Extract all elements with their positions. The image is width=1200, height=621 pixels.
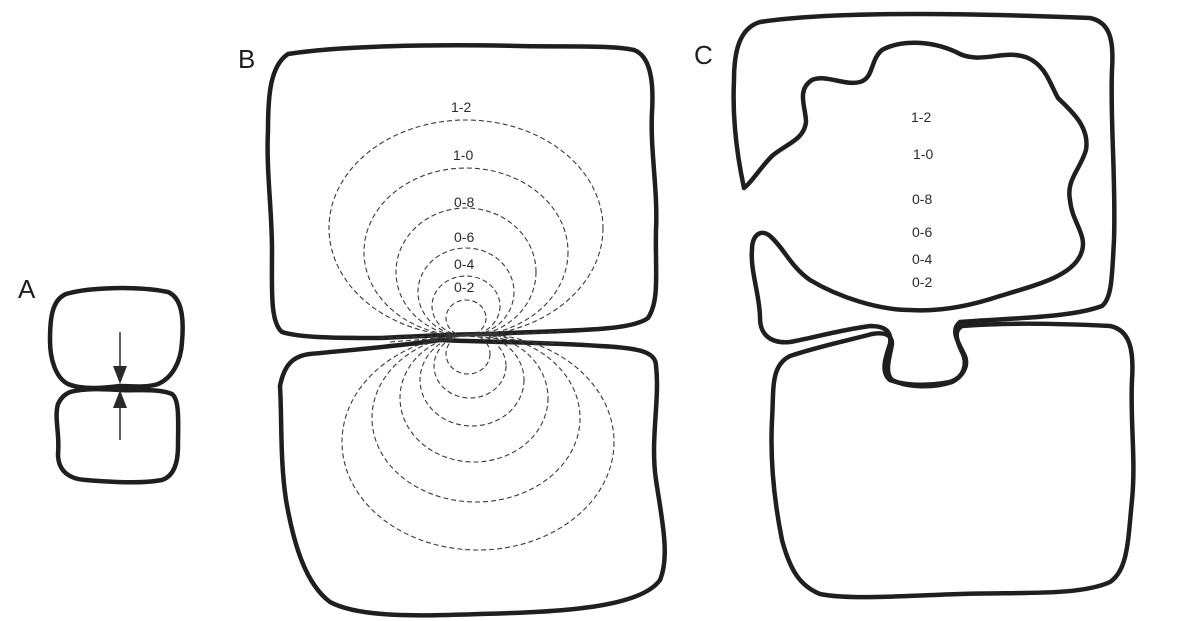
contour-label-1-2: 1-2 <box>451 99 471 115</box>
contour-label-0-6: 0-6 <box>454 229 474 245</box>
panel-b-lower-particle <box>277 337 667 618</box>
panel-b-upper-particle <box>265 43 659 341</box>
panel-b-label: B <box>238 44 255 74</box>
panel-a: A <box>18 274 185 485</box>
contour-lower-0-2 <box>445 333 491 375</box>
level-label-0-2: 0-2 <box>912 274 932 290</box>
panel-c-lower-particle <box>769 321 1136 600</box>
panel-c: C 1-2 1-0 0-8 0-6 0-4 0-2 <box>694 11 1136 600</box>
contour-label-0-4: 0-4 <box>454 256 474 272</box>
contour-lower-1-2 <box>341 333 615 551</box>
contour-upper-0-2 <box>445 299 487 337</box>
contour-upper-0-8 <box>395 207 537 337</box>
panel-a-upper-particle <box>47 285 185 391</box>
level-label-0-6: 0-6 <box>912 224 932 240</box>
panel-b: B 1-2 1-0 0-8 <box>238 43 667 618</box>
contour-label-0-2: 0-2 <box>454 279 474 295</box>
panel-a-lower-particle <box>54 386 181 485</box>
contour-label-0-8: 0-8 <box>454 194 474 210</box>
panel-c-upper-particle <box>731 11 1117 387</box>
level-label-1-0: 1-0 <box>913 146 933 162</box>
contour-lower-0-4 <box>433 333 507 399</box>
panel-a-label: A <box>18 274 36 304</box>
panel-b-contact-zone <box>379 331 561 345</box>
panel-a-compression-arrows <box>113 332 127 440</box>
contour-lower-0-8 <box>399 333 549 463</box>
level-label-0-4: 0-4 <box>912 251 932 267</box>
level-label-0-8: 0-8 <box>912 191 932 207</box>
contour-label-1-0: 1-0 <box>453 147 473 163</box>
panel-c-label: C <box>694 40 713 70</box>
panel-b-contour-labels: 1-2 1-0 0-8 0-6 0-4 0-2 <box>451 99 474 295</box>
panel-c-level-labels: 1-2 1-0 0-8 0-6 0-4 0-2 <box>911 109 933 290</box>
level-label-1-2: 1-2 <box>911 109 931 125</box>
contour-lower-0-6 <box>419 333 525 427</box>
panel-b-lower-contours <box>341 333 615 551</box>
